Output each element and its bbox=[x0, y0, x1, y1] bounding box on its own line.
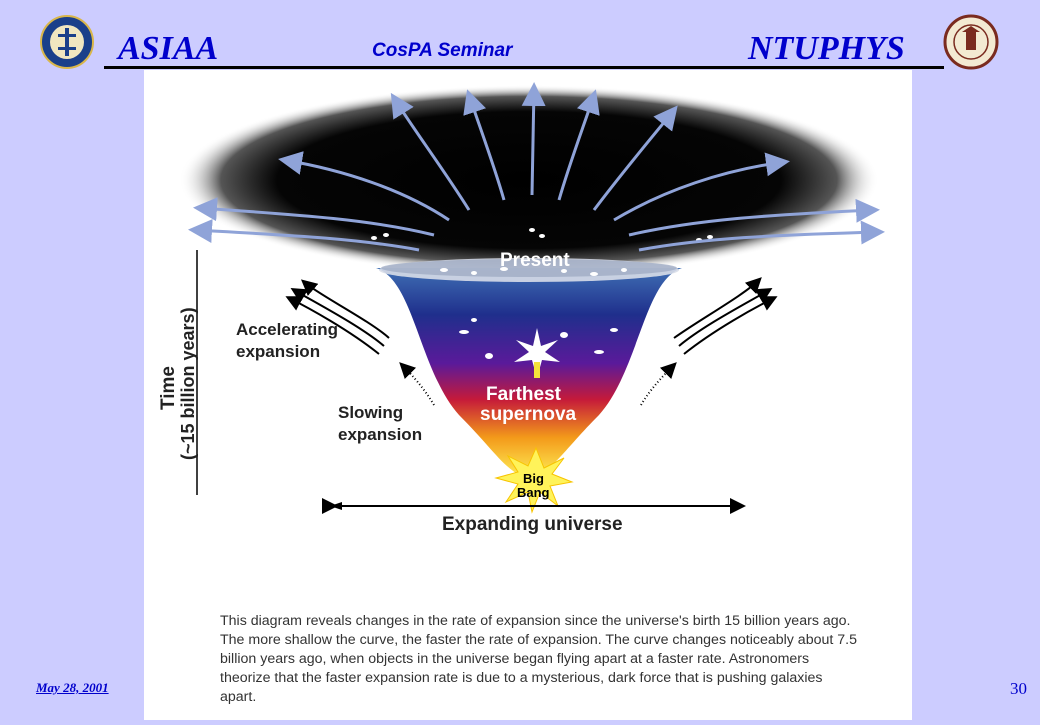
bigbang-label-2: Bang bbox=[517, 485, 550, 500]
header-right-title: NTUPHYS bbox=[748, 30, 905, 67]
space-region bbox=[179, 85, 879, 275]
bigbang-label-1: Big bbox=[523, 471, 544, 486]
expansion-arrows bbox=[188, 82, 885, 252]
slowing-label-2: expansion bbox=[338, 425, 422, 444]
header-left-title: ASIAA bbox=[118, 30, 219, 67]
ntu-logo bbox=[942, 14, 1000, 70]
footer-date: May 28, 2001 bbox=[36, 680, 109, 695]
supernova-label-2: supernova bbox=[480, 404, 577, 425]
figure-caption: This diagram reveals changes in the rate… bbox=[220, 613, 857, 705]
present-label: Present bbox=[500, 250, 570, 271]
expansion-diagram: Present Accelerating expansion Slowing e… bbox=[158, 82, 885, 535]
page-number: 30 bbox=[1010, 679, 1027, 698]
header-center-title: CosPA Seminar bbox=[372, 40, 513, 61]
accelerating-label-1: Accelerating bbox=[236, 320, 338, 339]
time-label-2: (~15 billion years) bbox=[178, 307, 198, 460]
header-rule bbox=[104, 66, 944, 69]
time-label-1: Time bbox=[158, 366, 179, 410]
academia-sinica-logo bbox=[38, 14, 96, 70]
slowing-label-1: Slowing bbox=[338, 403, 403, 422]
expansion-funnel bbox=[376, 268, 682, 480]
acceleration-arrows bbox=[285, 277, 778, 355]
slowing-arrows bbox=[399, 362, 677, 406]
accelerating-label-2: expansion bbox=[236, 342, 320, 361]
expanding-label: Expanding universe bbox=[442, 514, 623, 535]
supernova-label-1: Farthest bbox=[486, 384, 562, 405]
supernova-star bbox=[514, 328, 560, 378]
figure-panel: Present Accelerating expansion Slowing e… bbox=[144, 70, 912, 720]
